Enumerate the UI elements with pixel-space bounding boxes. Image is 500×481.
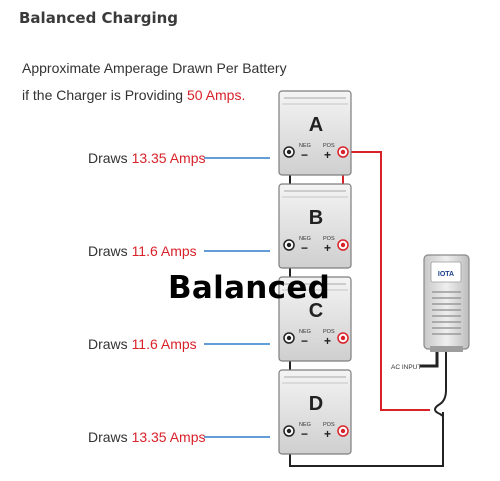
positive-terminal-post [340, 428, 346, 434]
draw-label-prefix: Draws [88, 336, 132, 352]
battery-d: D NEG POS − + [278, 369, 352, 455]
negative-terminal-post [286, 428, 292, 434]
neg-label: NEG [299, 329, 311, 335]
positive-terminal-post [340, 149, 346, 155]
negative-terminal-post [286, 335, 292, 341]
draw-label: Draws 13.35 Amps [88, 150, 206, 166]
red-positive-wire [343, 151, 430, 411]
draw-label: Draws 11.6 Amps [88, 243, 197, 259]
battery-c: C NEG POS − + [278, 276, 352, 362]
battery-b: B NEG POS − + [278, 183, 352, 269]
draw-label-amps: 11.6 Amps [132, 336, 197, 352]
positive-terminal [337, 146, 349, 158]
neg-symbol: − [301, 241, 308, 255]
battery-case [278, 369, 352, 455]
draw-label-amps: 11.6 Amps [132, 243, 197, 259]
charger-logo: IOTA [438, 271, 454, 278]
positive-terminal [337, 239, 349, 251]
battery-case [278, 90, 352, 176]
pos-label: POS [323, 143, 335, 149]
balanced-overlay-label: Balanced [168, 270, 331, 306]
draw-label-prefix: Draws [88, 150, 132, 166]
pos-symbol: + [324, 334, 331, 348]
pos-label: POS [323, 236, 335, 242]
diagram-heading-line2: if the Charger is Providing 50 Amps. [22, 87, 245, 103]
battery-case [278, 276, 352, 362]
positive-terminal-post [340, 242, 346, 248]
neg-label: NEG [299, 236, 311, 242]
diagram-heading-line1: Approximate Amperage Drawn Per Battery [22, 60, 287, 76]
pos-label: POS [323, 422, 335, 428]
neg-label: NEG [299, 422, 311, 428]
battery-letter: A [309, 114, 323, 136]
charger-vents [432, 291, 461, 335]
battery-letter: D [309, 393, 323, 415]
positive-terminal [337, 425, 349, 437]
ac-input-label: AC INPUT [391, 364, 421, 371]
pos-label: POS [323, 329, 335, 335]
battery-letter: B [309, 207, 323, 229]
pos-symbol: + [324, 241, 331, 255]
negative-terminal [283, 239, 295, 251]
negative-terminal [283, 332, 295, 344]
charger-base [430, 346, 463, 352]
draw-label-amps: 13.35 Amps [132, 429, 206, 445]
negative-terminal-post [286, 242, 292, 248]
negative-terminal [283, 425, 295, 437]
heading-line2-prefix: if the Charger is Providing [22, 87, 187, 103]
negative-terminal [283, 146, 295, 158]
draw-label-prefix: Draws [88, 243, 132, 259]
heading-amps-value: 50 Amps. [187, 87, 245, 103]
battery-a: A NEG POS − + [278, 90, 352, 176]
positive-terminal-post [340, 335, 346, 341]
charger-label-plate [430, 261, 462, 283]
neg-symbol: − [301, 148, 308, 162]
pos-symbol: + [324, 427, 331, 441]
ac-input-cable [420, 352, 439, 368]
draw-label-amps: 13.35 Amps [132, 150, 206, 166]
neg-symbol: − [301, 427, 308, 441]
pos-symbol: + [324, 148, 331, 162]
page-title: Balanced Charging [19, 9, 179, 27]
positive-terminal [337, 332, 349, 344]
draw-label: Draws 13.35 Amps [88, 429, 206, 445]
charger-output-cable [434, 350, 447, 417]
neg-symbol: − [301, 334, 308, 348]
draw-label-prefix: Draws [88, 429, 132, 445]
battery-letter: C [309, 300, 323, 322]
negative-terminal-post [286, 149, 292, 155]
draw-label: Draws 11.6 Amps [88, 336, 197, 352]
iota-charger: IOTA AC INPUT [391, 254, 470, 371]
neg-label: NEG [299, 143, 311, 149]
battery-case [278, 183, 352, 269]
